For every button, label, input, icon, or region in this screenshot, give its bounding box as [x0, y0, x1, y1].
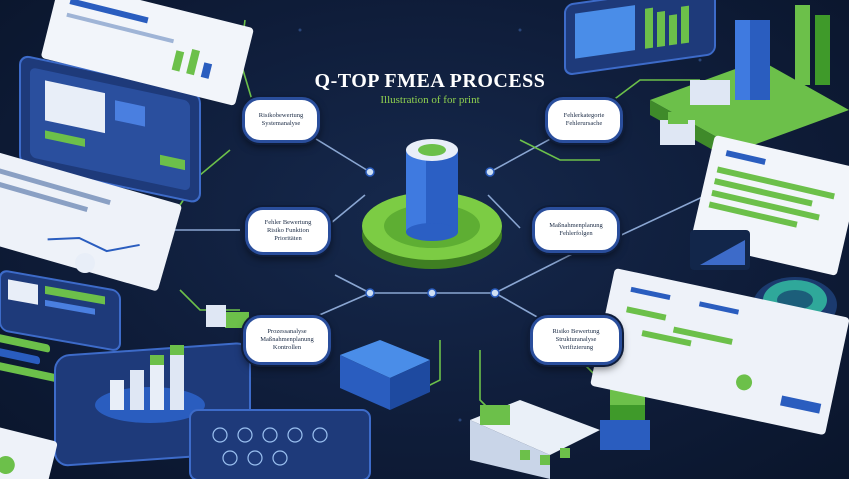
document-sheet-bottom-right: [590, 268, 849, 435]
round-knob: [75, 253, 95, 273]
node-text: Prioritäten: [274, 235, 302, 242]
page-subtitle: Illustration of for print: [380, 94, 480, 106]
process-node: Risiko Bewertung Strukturanalyse Verifiz…: [530, 315, 622, 365]
server-blocks: [206, 305, 430, 410]
page-title: Q-TOP FMEA PROCESS: [314, 70, 546, 92]
tablet-left: [0, 270, 121, 351]
connector-junctions: [365, 167, 500, 298]
process-node: Maßnahmenplanung Fehlerfolgen: [532, 207, 620, 253]
document-sheet-top: [41, 0, 254, 106]
document-sheet-left: [0, 150, 182, 291]
node-text: Maßnahmenplanung: [549, 222, 603, 229]
document-sheet-bottom: [0, 425, 58, 479]
circuit-panel: [189, 409, 371, 479]
process-node: Fehlerkategorie Fehlerursache: [545, 97, 623, 143]
node-text: Kontrollen: [272, 344, 302, 351]
node-text: Fehler Bewertung: [264, 219, 312, 226]
node-text: Fehlerkategorie: [563, 112, 605, 119]
central-platform: [362, 139, 502, 269]
node-text: Verifizierung: [558, 344, 594, 351]
process-node: Risikobewertung Systemanalyse: [242, 97, 320, 143]
process-node: Fehler Bewertung Risiko Funktion Priorit…: [245, 207, 331, 255]
node-text: Maßnahmenplanung: [260, 336, 314, 343]
node-text: Prozessanalyse: [267, 328, 307, 335]
node-text: Risiko Funktion: [266, 227, 310, 234]
node-text: Fehlerfolgen: [559, 230, 593, 237]
green-machine: [470, 385, 650, 479]
node-text: Risikobewertung: [258, 112, 304, 119]
node-text: Risiko Bewertung: [552, 328, 600, 335]
node-text: Systemanalyse: [261, 120, 301, 127]
tablet-top-right: [564, 0, 716, 75]
node-text: Strukturanalyse: [555, 336, 597, 343]
progress-bars-left: [0, 330, 60, 383]
tablet-top-left: [19, 55, 201, 203]
node-text: Fehlerursache: [565, 120, 603, 127]
process-node: Prozessanalyse Maßnahmenplanung Kontroll…: [243, 315, 331, 365]
